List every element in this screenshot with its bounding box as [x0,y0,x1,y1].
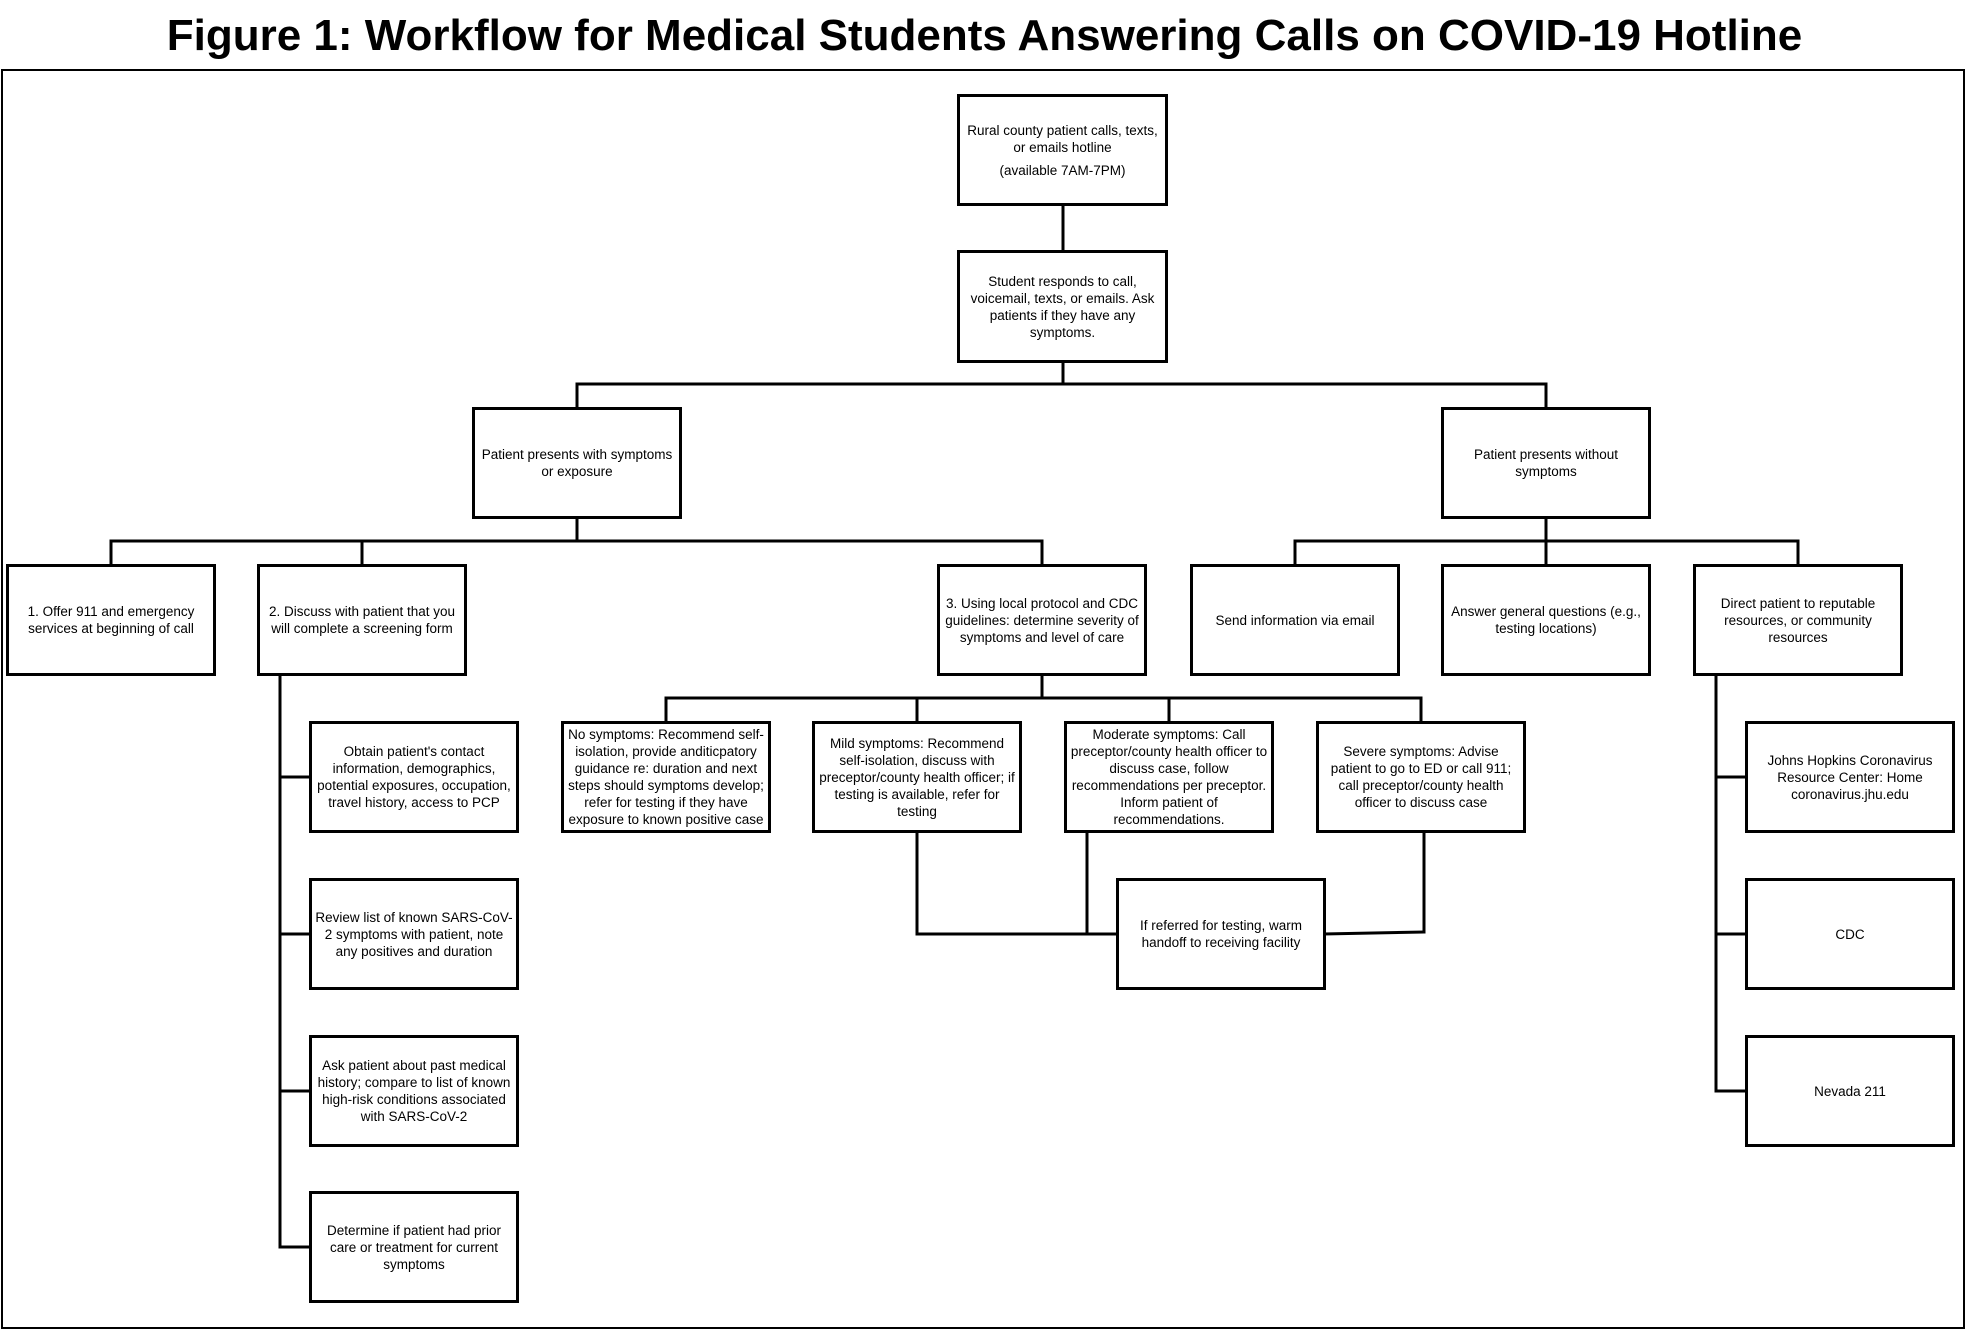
node-hotline-contact-text: Rural county patient calls, texts, or em… [967,122,1158,155]
node-general-questions: Answer general questions (e.g., testing … [1441,564,1651,676]
node-review-symptoms: Review list of known SARS-CoV-2 symptoms… [309,878,519,990]
node-mild-symptoms: Mild symptoms: Recommend self-isolation,… [812,721,1022,833]
diagram-frame [1,69,1965,1329]
node-warm-handoff-text: If referred for testing, warm handoff to… [1139,918,1303,950]
node-cdc-resource: CDC [1745,878,1955,990]
node-jhu-resource-text: Johns Hopkins Coronavirus Resource Cente… [1767,752,1933,802]
node-general-questions-text: Answer general questions (e.g., testing … [1451,604,1641,636]
node-offer-911-text: 1. Offer 911 and emergency services at b… [27,604,195,636]
node-student-responds: Student responds to call, voicemail, tex… [957,250,1168,363]
node-student-responds-text: Student responds to call, voicemail, tex… [970,273,1155,340]
node-screening-form-text: 2. Discuss with patient that you will co… [268,604,456,636]
node-severe-symptoms: Severe symptoms: Advise patient to go to… [1316,721,1526,833]
node-offer-911: 1. Offer 911 and emergency services at b… [6,564,216,676]
node-no-symptoms: No symptoms: Recommend self-isolation, p… [561,721,771,833]
node-jhu-resource: Johns Hopkins Coronavirus Resource Cente… [1745,721,1955,833]
node-hotline-contact: Rural county patient calls, texts, or em… [957,94,1168,206]
node-direct-resources-text: Direct patient to reputable resources, o… [1720,595,1876,645]
node-determine-severity: 3. Using local protocol and CDC guidelin… [937,564,1147,676]
node-hotline-hours: (available 7AM-7PM) [999,162,1126,178]
node-send-email-text: Send information via email [1215,612,1375,628]
node-medical-history-text: Ask patient about past medical history; … [317,1058,511,1124]
node-nevada-211-text: Nevada 211 [1814,1083,1886,1099]
node-medical-history: Ask patient about past medical history; … [309,1035,519,1147]
node-prior-care-text: Determine if patient had prior care or t… [326,1222,502,1272]
node-mild-symptoms-text: Mild symptoms: Recommend self-isolation,… [819,735,1015,819]
node-send-email: Send information via email [1190,564,1400,676]
node-review-symptoms-text: Review list of known SARS-CoV-2 symptoms… [315,909,513,959]
node-with-symptoms-text: Patient presents with symptoms or exposu… [481,447,673,479]
node-moderate-symptoms-text: Moderate symptoms: Call preceptor/county… [1070,727,1268,827]
connector-severe-to-handoff [1323,930,1426,936]
node-without-symptoms-text: Patient presents without symptoms [1473,447,1619,479]
node-direct-resources: Direct patient to reputable resources, o… [1693,564,1903,676]
page-title: Figure 1: Workflow for Medical Students … [166,11,1803,60]
node-severe-symptoms-text: Severe symptoms: Advise patient to go to… [1330,744,1512,810]
node-cdc-resource-text: CDC [1835,926,1865,942]
node-without-symptoms: Patient presents without symptoms [1441,407,1651,519]
node-contact-info: Obtain patient's contact information, de… [309,721,519,833]
node-with-symptoms: Patient presents with symptoms or exposu… [472,407,682,519]
node-screening-form: 2. Discuss with patient that you will co… [257,564,467,676]
node-prior-care: Determine if patient had prior care or t… [309,1191,519,1303]
node-moderate-symptoms: Moderate symptoms: Call preceptor/county… [1064,721,1274,833]
node-nevada-211: Nevada 211 [1745,1035,1955,1147]
node-determine-severity-text: 3. Using local protocol and CDC guidelin… [945,595,1139,645]
node-contact-info-text: Obtain patient's contact information, de… [317,744,511,810]
node-warm-handoff: If referred for testing, warm handoff to… [1116,878,1326,990]
node-no-symptoms-text: No symptoms: Recommend self-isolation, p… [568,727,764,827]
